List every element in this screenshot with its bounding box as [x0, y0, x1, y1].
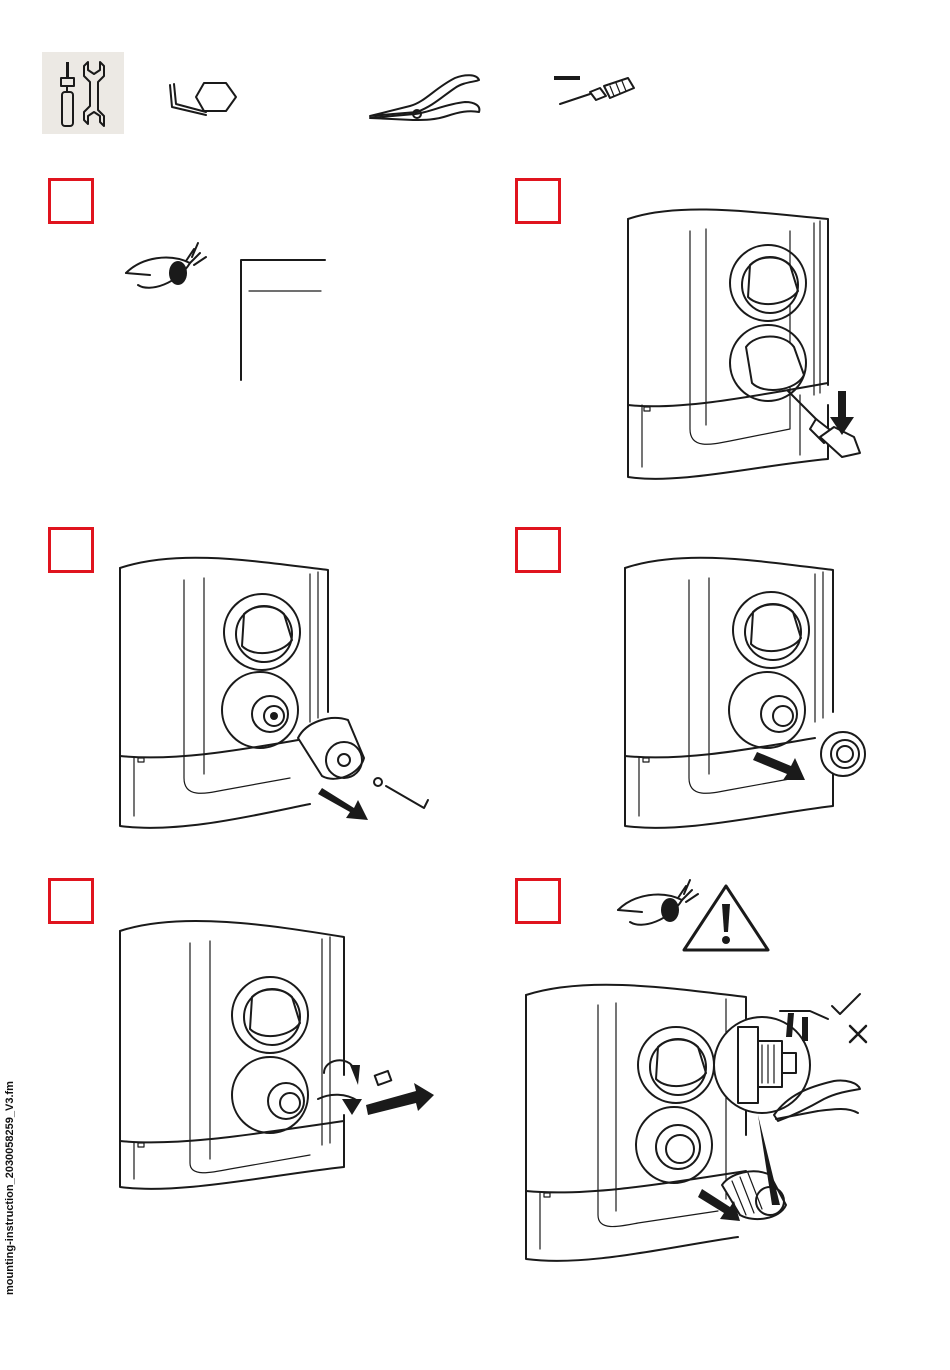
cross-mark-icon: [846, 1022, 870, 1046]
hex-key-icon: [160, 75, 240, 120]
step-4-illustration: [615, 552, 875, 842]
step-6-frame: [515, 878, 561, 924]
warning-triangle-icon: [680, 882, 772, 954]
step-2-illustration: [620, 205, 870, 485]
tools-panel: [42, 52, 124, 134]
step-3-frame: [48, 527, 94, 573]
step-1-frame: [48, 178, 94, 224]
inspection-diagram: [235, 255, 335, 385]
step-5-frame: [48, 878, 94, 924]
step-6-illustration: [518, 975, 878, 1275]
pliers-icon: [365, 68, 485, 128]
flat-screwdriver-icon: [550, 70, 645, 110]
eye-icon: [120, 235, 220, 300]
step-2-frame: [515, 178, 561, 224]
footer-filename: mounting-instruction_2030058259_V3.fm: [4, 1081, 16, 1295]
step-4-frame: [515, 527, 561, 573]
step-3-illustration: [110, 552, 440, 842]
screwdriver-wrench-icon: [42, 52, 124, 134]
step-5-illustration: [110, 915, 450, 1205]
check-mark-icon: [828, 990, 868, 1020]
